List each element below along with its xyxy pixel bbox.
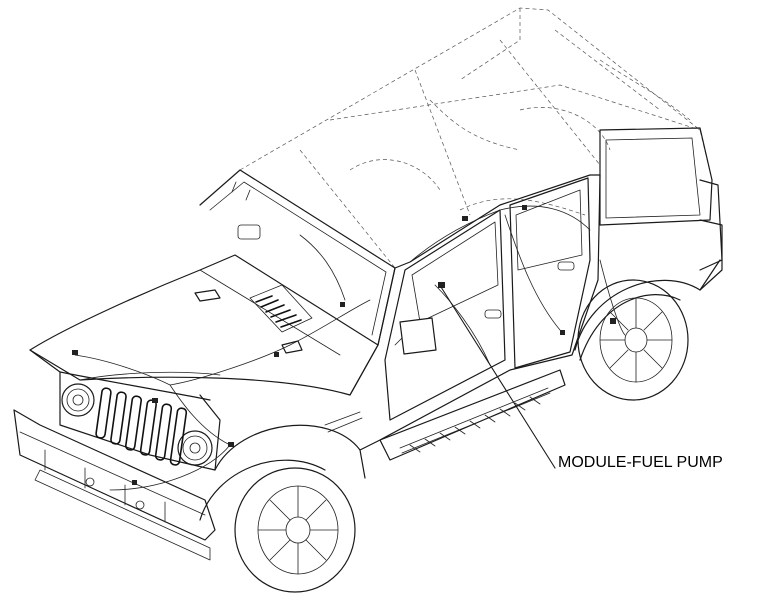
- soft-top: [239, 7, 713, 269]
- hood: [29, 254, 379, 396]
- hood-vents: [249, 284, 313, 333]
- grille-slots: [95, 387, 188, 466]
- front-wheel: [199, 424, 366, 593]
- callout-leader: [440, 286, 556, 469]
- rear-wheel: [574, 219, 723, 401]
- wiring-harness: [72, 205, 626, 491]
- front-end: [13, 349, 221, 561]
- callout-label-fuel-pump-module: MODULE-FUEL PUMP: [558, 454, 723, 471]
- step-tread: [399, 387, 551, 454]
- body-side: [324, 127, 723, 461]
